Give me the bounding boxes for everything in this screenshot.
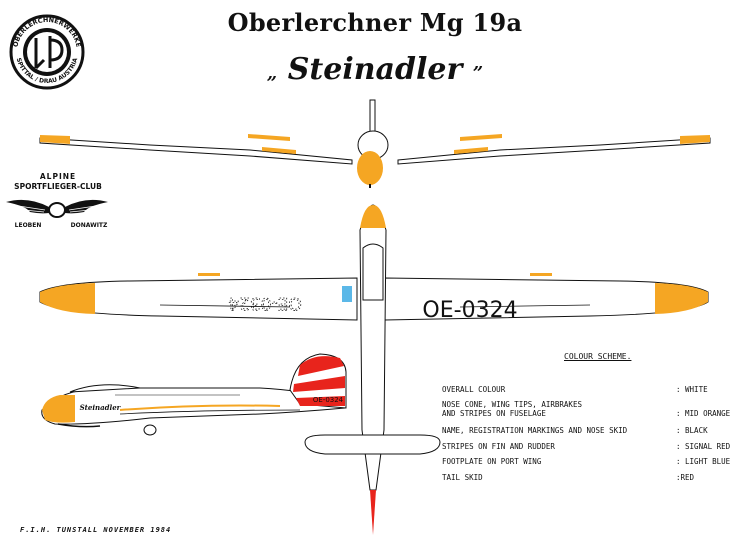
legend-value: : BLACK — [676, 426, 708, 435]
legend-value: : MID ORANGE — [676, 409, 731, 418]
legend-item: FOOTPLATE ON PORT WING — [442, 457, 542, 466]
club-place-right: DONAWITZ — [70, 222, 108, 229]
legend-row: OVERALL COLOUR : WHITE — [442, 385, 742, 395]
registration-under-wing: OE-0324 — [228, 293, 302, 313]
page-title: Oberlerchner Mg 19a — [227, 8, 523, 37]
aircraft-name-heading: „ Steinadler ” — [0, 52, 750, 87]
registration-top-wing: OE-0324 — [422, 298, 517, 323]
legend-item: NOSE CONE, WING TIPS, AIRBRAKES AND STRI… — [442, 400, 582, 418]
side-view — [41, 353, 347, 436]
legend-value: : LIGHT BLUE — [676, 457, 731, 466]
legend-row: FOOTPLATE ON PORT WING : LIGHT BLUE — [442, 457, 742, 467]
side-name-marking: Steinadler — [80, 403, 122, 412]
legend-value: : WHITE — [676, 385, 708, 394]
front-view — [39, 99, 711, 188]
legend-item: TAIL SKID — [442, 473, 483, 482]
legend-item: STRIPES ON FIN AND RUDDER — [442, 442, 555, 451]
club-name-line1: ALPINE — [39, 172, 77, 181]
colour-scheme-heading: COLOUR SCHEME. — [564, 352, 632, 361]
aircraft-name: Steinadler — [287, 52, 463, 87]
side-registration-marking: OE-0324 — [313, 396, 344, 404]
legend-row: TAIL SKID :RED — [442, 473, 742, 483]
top-view — [39, 204, 709, 535]
club-name-line2: SPORTFLIEGER-CLUB — [14, 182, 102, 191]
club-place-left: LEOBEN — [14, 222, 42, 229]
club-badge-wings — [6, 199, 108, 218]
quote-close: ” — [472, 63, 484, 84]
legend-row: NAME, REGISTRATION MARKINGS AND NOSE SKI… — [442, 426, 742, 436]
legend-row: STRIPES ON FIN AND RUDDER : SIGNAL RED — [442, 442, 742, 452]
legend-row: NOSE CONE, WING TIPS, AIRBRAKES AND STRI… — [442, 400, 742, 420]
legend-item: OVERALL COLOUR — [442, 385, 506, 394]
artist-signature: F.I.H. TUNSTALL NOVEMBER 1984 — [20, 526, 172, 534]
legend-item: NAME, REGISTRATION MARKINGS AND NOSE SKI… — [442, 426, 628, 435]
legend-value: :RED — [676, 473, 695, 482]
quote-open: „ — [266, 63, 278, 84]
legend-value: : SIGNAL RED — [676, 442, 731, 451]
oberlerchner-logo: OBERLERCHNERWERKE SPITTAL / DRAU AUSTRIA — [9, 14, 85, 90]
